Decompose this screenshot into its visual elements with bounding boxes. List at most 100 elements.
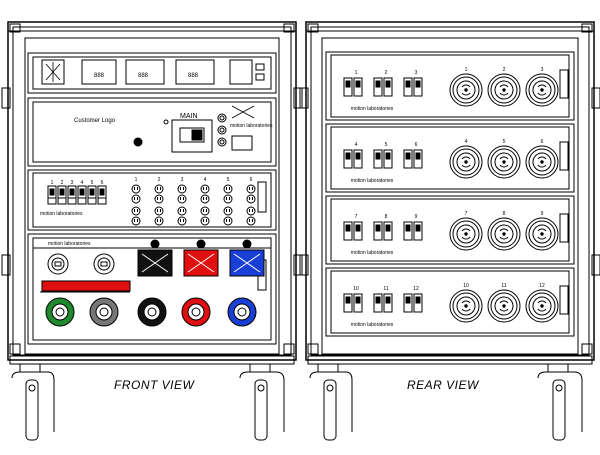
front-duplex-4-top xyxy=(200,184,210,204)
rear-twistlock-1: 1 xyxy=(449,67,483,107)
front-breaker-5-number: 5 xyxy=(91,180,94,186)
rear-breaker-12-pole-1 xyxy=(403,293,413,313)
front-breaker-2-number: 2 xyxy=(61,180,64,186)
rear-left-caster xyxy=(309,364,353,441)
rear-panel-brand-text: motion laboratories xyxy=(351,178,394,184)
rear-twistlock-11: 11 xyxy=(487,283,521,323)
rear-breaker-3-pole-1 xyxy=(403,77,413,97)
rear-breaker-number-5: 5 xyxy=(385,142,388,148)
meter-readout-3: 888 xyxy=(188,73,199,79)
rear-twistlock-7: 7 xyxy=(449,211,483,251)
connector-panel-brand-text: motion laboratories xyxy=(48,241,91,247)
front-pilot-black xyxy=(150,239,160,249)
rear-breaker-6-pole-1 xyxy=(403,149,413,169)
front-case xyxy=(1,21,303,365)
rear-breaker-7-pole-1 xyxy=(343,221,353,241)
meter-panel xyxy=(27,52,277,94)
front-cam-lock-red xyxy=(181,297,211,327)
front-outlet-number-5: 5 xyxy=(227,177,230,183)
front-breaker-6-number: 6 xyxy=(101,180,104,186)
front-cam-block-blue xyxy=(229,239,265,277)
front-outlet-number-2: 2 xyxy=(158,177,161,183)
rear-breaker-number-4: 4 xyxy=(355,142,358,148)
rear-twistlock-4: 4 xyxy=(449,139,483,179)
rear-breaker-4-pole-1 xyxy=(343,149,353,169)
front-right-caster xyxy=(239,364,285,441)
rear-breaker-4-pole-2 xyxy=(353,149,363,169)
rear-breaker-number-9: 9 xyxy=(415,214,418,220)
front-cam-lock-green xyxy=(45,297,75,327)
rear-breaker-number-7: 7 xyxy=(355,214,358,220)
front-duplex-4-bottom xyxy=(200,206,210,226)
rear-left-handle xyxy=(299,87,309,109)
rear-breaker-5-pole-2 xyxy=(383,149,393,169)
front-outlet-number-3: 3 xyxy=(181,177,184,183)
main-panel xyxy=(27,97,277,167)
front-duplex-5-top xyxy=(223,184,233,204)
front-powercon-1 xyxy=(47,253,69,275)
front-cam-lock-grey xyxy=(89,297,119,327)
front-breaker-1: 1 xyxy=(47,180,57,205)
meter-readout-2: 888 xyxy=(138,73,149,79)
rear-view-title: REAR VIEW xyxy=(407,378,479,392)
front-duplex-6-bottom xyxy=(246,206,256,226)
rear-twistlock-7-number: 7 xyxy=(465,211,468,217)
rear-twistlock-5-number: 5 xyxy=(503,139,506,145)
main-label: MAIN xyxy=(180,113,198,120)
rear-breaker-number-11: 11 xyxy=(383,286,388,292)
front-outlet-number-1: 1 xyxy=(135,177,138,183)
rear-breaker-1-pole-2 xyxy=(353,77,363,97)
rear-panel-brand-text: motion laboratories xyxy=(351,250,394,256)
front-duplex-6-top xyxy=(246,184,256,204)
front-cam-block-red xyxy=(183,239,219,277)
front-left-handle-lower xyxy=(1,254,11,276)
front-breaker-2: 2 xyxy=(57,180,67,205)
rear-breaker-2-pole-2 xyxy=(383,77,393,97)
front-powercon-2 xyxy=(93,253,115,275)
rear-breaker-number-3: 3 xyxy=(415,70,418,76)
rear-breaker-number-2: 2 xyxy=(385,70,388,76)
rear-breaker-1-pole-1 xyxy=(343,77,353,97)
customer-logo-label: Customer Logo xyxy=(74,118,116,124)
rear-twistlock-2-number: 2 xyxy=(503,67,506,73)
main-brand-text: motion laboratories xyxy=(230,123,273,129)
rear-twistlock-8-number: 8 xyxy=(503,211,506,217)
front-right-handle xyxy=(293,87,303,109)
rear-breaker-7-pole-2 xyxy=(353,221,363,241)
rear-breaker-6-pole-2 xyxy=(413,149,423,169)
front-breaker-3-number: 3 xyxy=(71,180,74,186)
rear-twistlock-1-number: 1 xyxy=(465,67,468,73)
rear-breaker-number-12: 12 xyxy=(413,286,419,292)
front-left-handle xyxy=(1,87,11,109)
front-breaker-4-number: 4 xyxy=(81,180,84,186)
front-right-handle-lower xyxy=(293,254,303,276)
rear-right-handle-lower xyxy=(591,254,600,276)
main-pilot-light xyxy=(133,137,143,147)
rear-breaker-3-pole-2 xyxy=(413,77,423,97)
rear-breaker-12-pole-2 xyxy=(413,293,423,313)
front-panel-brand-text: motion laboratories xyxy=(40,211,83,217)
rear-twistlock-9: 9 xyxy=(525,211,559,251)
rear-left-handle-lower xyxy=(299,254,309,276)
front-duplex-3-top xyxy=(177,184,187,204)
rear-twistlock-2: 2 xyxy=(487,67,521,107)
rear-twistlock-12: 12 xyxy=(525,283,559,323)
rear-twistlock-8: 8 xyxy=(487,211,521,251)
front-cam-lock-blue xyxy=(227,297,257,327)
rear-breaker-9-pole-1 xyxy=(403,221,413,241)
rear-twistlock-6-number: 6 xyxy=(541,139,544,145)
front-duplex-1-top xyxy=(131,184,141,204)
rear-twistlock-4-number: 4 xyxy=(465,139,468,145)
front-duplex-1-bottom xyxy=(131,206,141,226)
rear-breaker-10-pole-2 xyxy=(353,293,363,313)
front-view-title: FRONT VIEW xyxy=(114,378,195,392)
